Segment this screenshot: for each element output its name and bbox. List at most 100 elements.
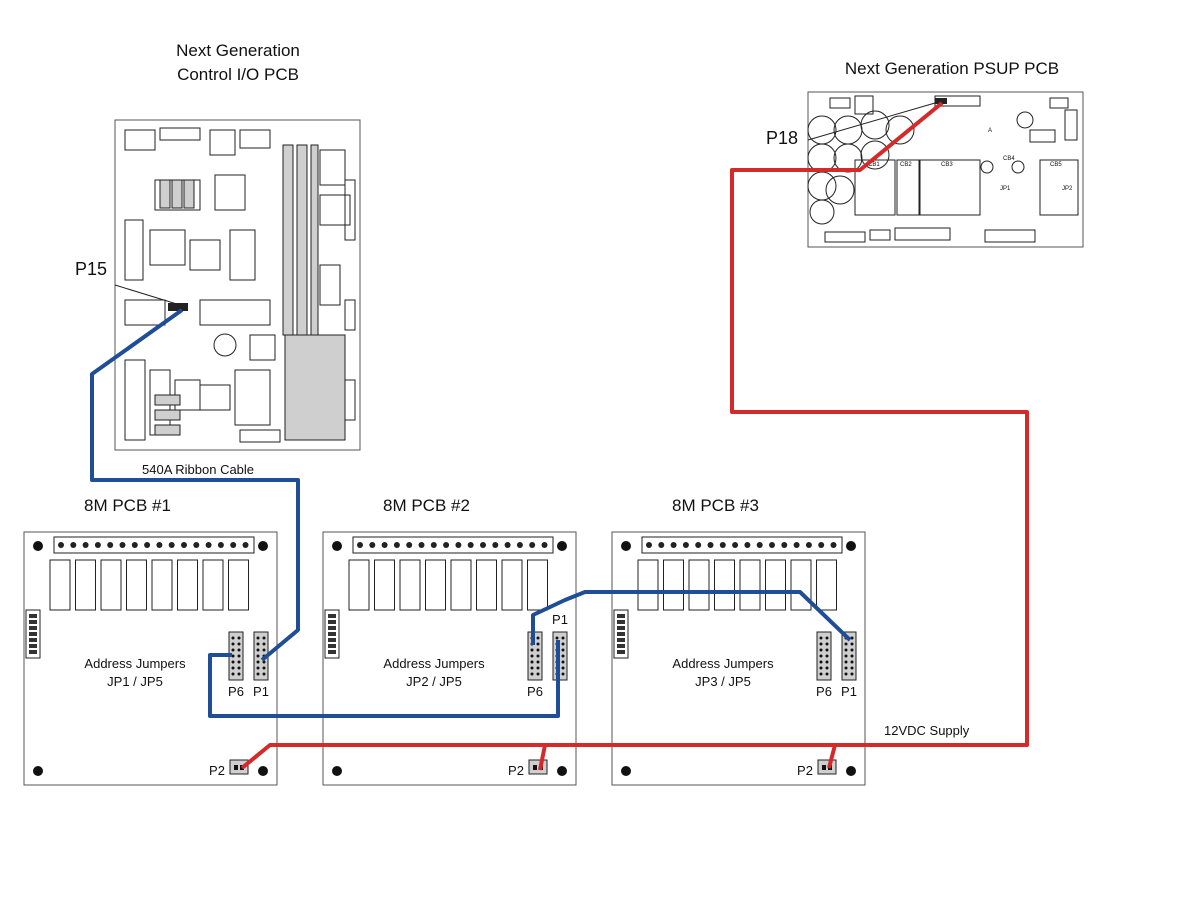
relay xyxy=(202,559,224,611)
header-pin xyxy=(536,648,540,652)
mounting-hole xyxy=(621,766,631,776)
terminal-screw xyxy=(393,542,400,548)
header-pin xyxy=(530,654,534,658)
relay xyxy=(49,559,71,611)
address-jumpers-label: Address Jumpers xyxy=(672,656,774,671)
psup-silk-cb1: CB1 xyxy=(868,162,880,168)
jumper-pin xyxy=(617,626,625,630)
header-pin xyxy=(850,660,854,664)
header-pin xyxy=(262,636,266,640)
p2-label: P2 xyxy=(209,763,225,778)
terminal-screw xyxy=(541,542,548,548)
jumper-pin xyxy=(29,620,37,624)
header-pin xyxy=(530,660,534,664)
terminal-screw xyxy=(181,542,187,548)
p6-header xyxy=(816,631,832,681)
relay xyxy=(425,559,446,611)
terminal-screw xyxy=(230,542,237,548)
mounting-hole xyxy=(33,766,43,776)
ribbon-cable-board1-to-board2 xyxy=(208,640,560,718)
terminal-screw xyxy=(406,542,413,548)
relay xyxy=(527,559,548,611)
mounting-hole xyxy=(846,541,856,551)
terminal-screw xyxy=(443,542,450,548)
terminal-strip xyxy=(641,536,843,554)
relay xyxy=(100,559,122,611)
terminal-screw xyxy=(369,542,376,548)
header-pin xyxy=(825,642,829,646)
terminal-screw xyxy=(504,542,511,548)
header-pin xyxy=(819,636,823,640)
supply-label: 12VDC Supply xyxy=(884,723,970,738)
relay xyxy=(790,559,812,611)
ribbon-cable-board2-to-board3 xyxy=(531,590,852,645)
terminal-screw xyxy=(131,542,138,548)
p18-connector xyxy=(935,98,947,104)
psup-silkscreen: CB1 CB2 CB3 CB4 CB5 JP1 JP2 A xyxy=(868,128,1073,192)
header-pin xyxy=(262,666,266,670)
header-pin xyxy=(237,642,241,646)
header-pin xyxy=(237,636,241,640)
header-pin xyxy=(819,642,823,646)
psup-silk-cb3: CB3 xyxy=(941,162,953,168)
header-pin xyxy=(819,654,823,658)
terminal-screw xyxy=(756,542,763,548)
jumper-pin xyxy=(29,644,37,648)
psup-capacitors xyxy=(807,110,915,225)
header-pin xyxy=(825,648,829,652)
header-pin xyxy=(237,648,241,652)
header-pin xyxy=(825,666,829,670)
supply-cable-bus xyxy=(240,743,835,771)
relay xyxy=(816,559,837,611)
jumper-pin xyxy=(29,626,37,630)
terminal-screw xyxy=(217,542,224,548)
psup-pcb: Next Generation PSUP PCB CB1 CB2 CB3 CB4… xyxy=(766,59,1084,248)
psup-components xyxy=(824,95,1079,243)
relay xyxy=(399,559,421,611)
p2-label: P2 xyxy=(797,763,813,778)
board-title: 8M PCB #1 xyxy=(84,496,171,515)
terminal-screw xyxy=(455,542,462,548)
board-title: 8M PCB #3 xyxy=(672,496,759,515)
header-pin xyxy=(555,636,559,640)
psup-silk-cb4: CB4 xyxy=(1003,156,1015,162)
jumper-pin xyxy=(617,620,625,624)
jumper-pin xyxy=(328,632,336,636)
jumper-pin xyxy=(29,632,37,636)
header-pin xyxy=(561,636,565,640)
jumper-header xyxy=(25,609,41,659)
mounting-hole xyxy=(258,766,268,776)
terminal-screw xyxy=(144,542,151,548)
terminal-screw xyxy=(58,542,64,548)
header-pin xyxy=(850,648,854,652)
header-pin xyxy=(536,642,540,646)
p1-label: P1 xyxy=(253,684,269,699)
control-io-pcb: Next Generation Control I/O PCB xyxy=(75,41,361,451)
ribbon-cables xyxy=(90,308,852,718)
terminal-screw xyxy=(793,542,800,548)
control-io-title-line1: Next Generation xyxy=(176,41,300,60)
address-jumpers-value: JP1 / JP5 xyxy=(107,674,163,689)
mounting-hole xyxy=(332,766,342,776)
jumper-header xyxy=(613,609,629,659)
terminal-screw xyxy=(830,542,837,548)
header-pin xyxy=(536,654,540,658)
terminal-screw xyxy=(744,542,751,548)
p2-label: P2 xyxy=(508,763,524,778)
terminal-screw xyxy=(418,542,425,548)
header-pin xyxy=(256,654,260,658)
header-pin xyxy=(561,666,565,670)
p6-label: P6 xyxy=(228,684,244,699)
terminal-screw xyxy=(430,542,437,548)
terminal-screw xyxy=(818,542,825,548)
terminal-screw xyxy=(70,542,77,548)
header-pin xyxy=(256,636,260,640)
header-pin xyxy=(237,672,241,676)
supply-cable-p18-to-boards xyxy=(730,101,1029,769)
header-pin xyxy=(231,666,235,670)
relay xyxy=(75,559,96,611)
relay xyxy=(374,559,395,611)
header-pin xyxy=(850,642,854,646)
